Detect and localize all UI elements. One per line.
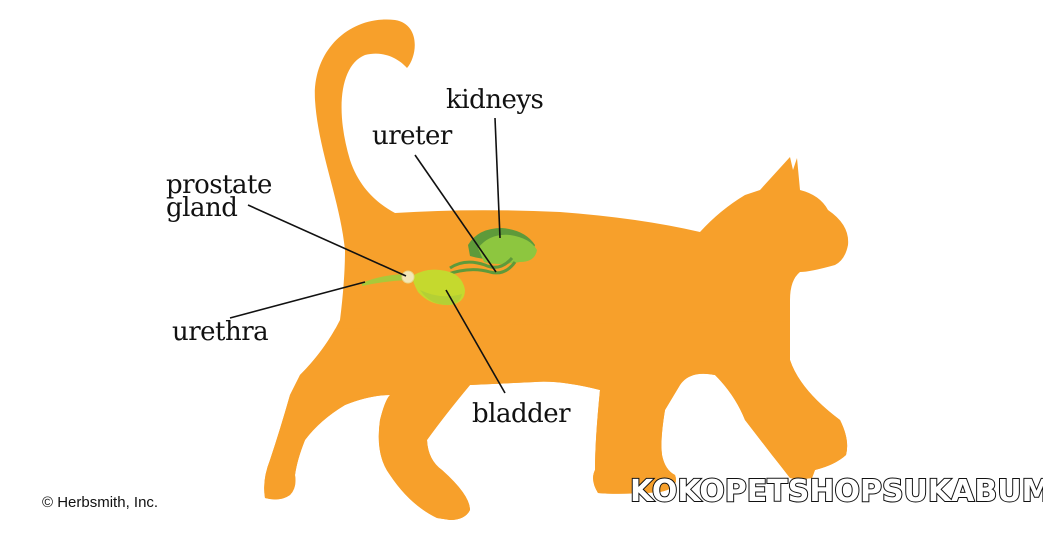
watermark-text: KOKOPETSHOPSUKABUMI [629,473,1043,510]
ureter-organ [444,256,517,277]
label-prostate-line1: prostate [166,170,272,200]
cat-silhouette [264,19,849,520]
urethra-organ [362,274,408,286]
leader-lines [229,117,506,394]
label-ureter: ureter [372,121,452,151]
bladder-organ [412,269,465,306]
label-kidneys: kidneys [446,85,544,115]
prostate-organ [401,270,415,284]
label-prostate-line2: gland [166,193,238,223]
kidneys-organ [468,228,537,264]
label-bladder: bladder [472,399,571,429]
copyright-text: © Herbsmith, Inc. [42,494,159,511]
label-urethra: urethra [172,317,269,347]
